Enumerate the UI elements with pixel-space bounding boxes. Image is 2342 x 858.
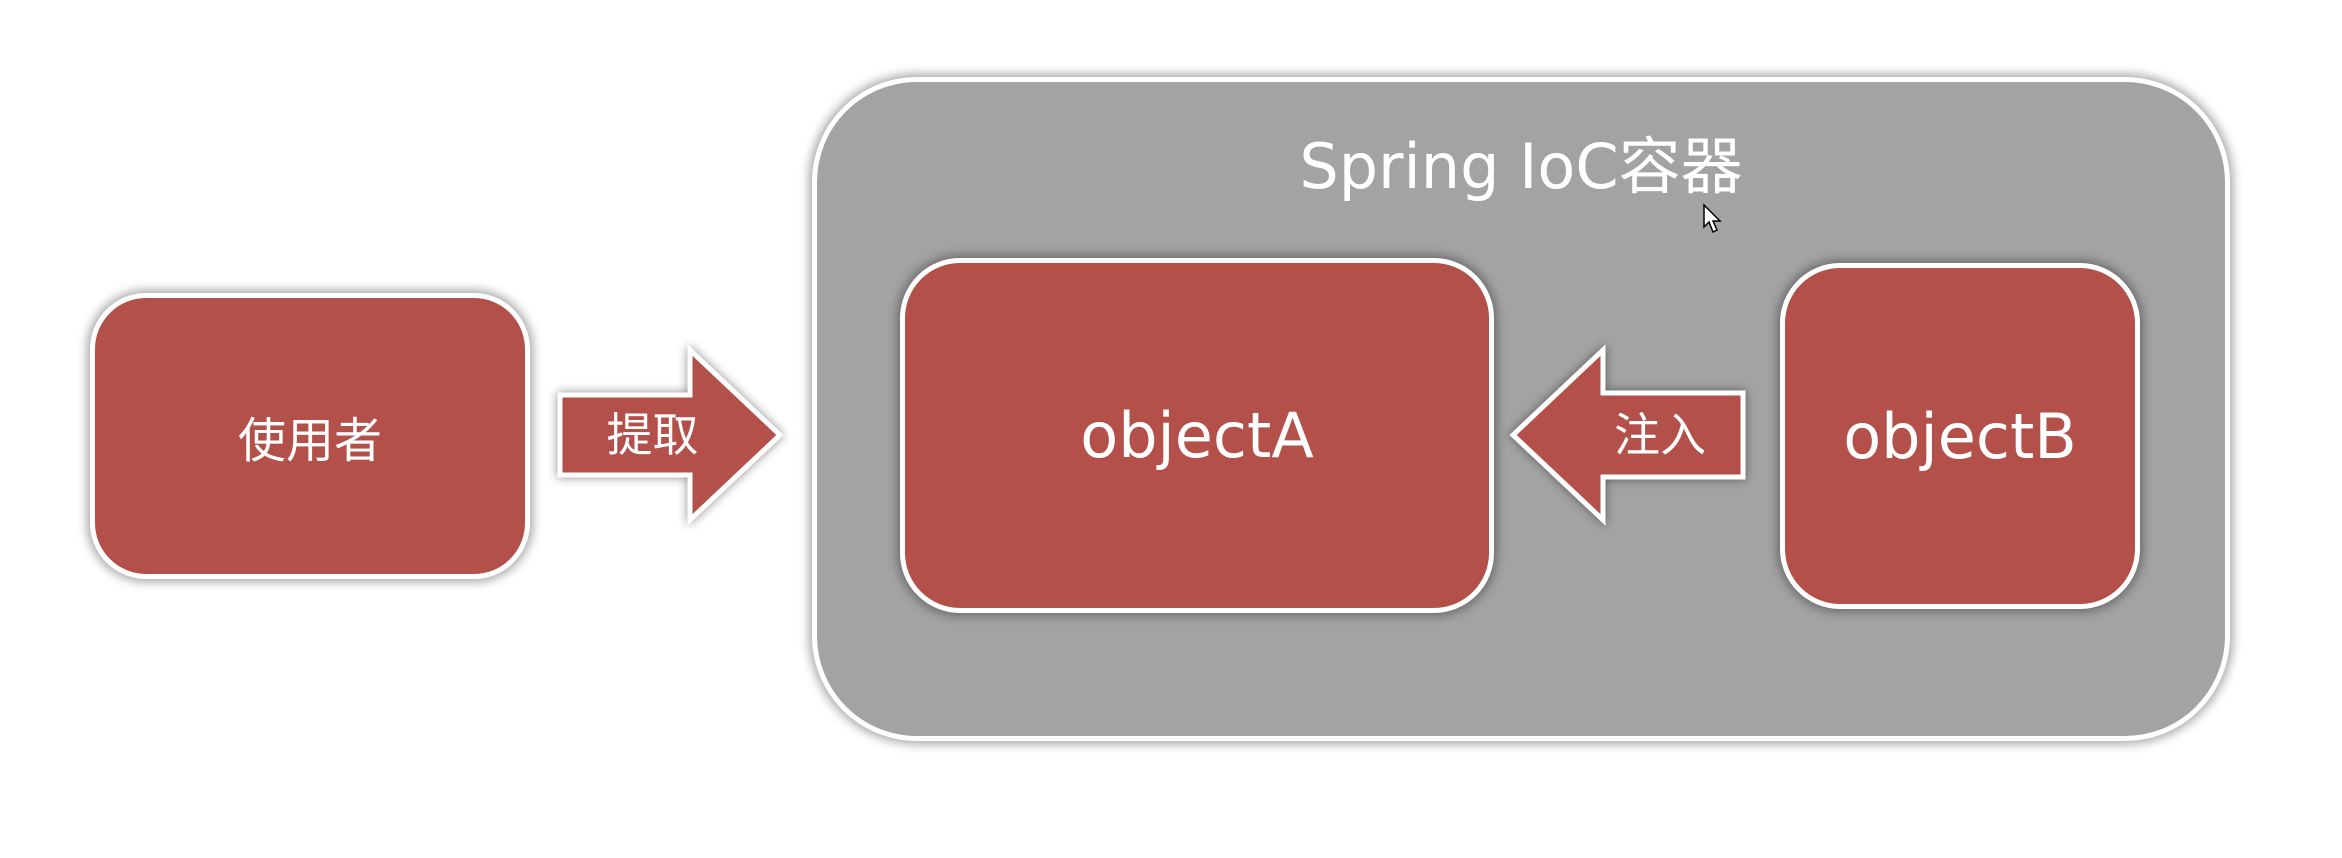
- fetch-arrow: [557, 344, 784, 526]
- objectA-node-label: objectA: [1080, 399, 1314, 472]
- objectA-node: objectA: [900, 258, 1494, 613]
- inject-arrow-label: 注入: [1614, 408, 1706, 462]
- objectB-node-label: objectB: [1843, 399, 2077, 473]
- fetch-arrow-label: 提取: [606, 408, 699, 462]
- user-node: 使用者: [90, 293, 530, 579]
- inject-arrow: [1509, 344, 1746, 526]
- ioc-container-title: Spring IoC容器: [1299, 130, 1743, 203]
- user-node-label: 使用者: [237, 413, 382, 469]
- mouse-cursor-icon: [1703, 203, 1722, 234]
- objectB-node: objectB: [1780, 263, 2140, 609]
